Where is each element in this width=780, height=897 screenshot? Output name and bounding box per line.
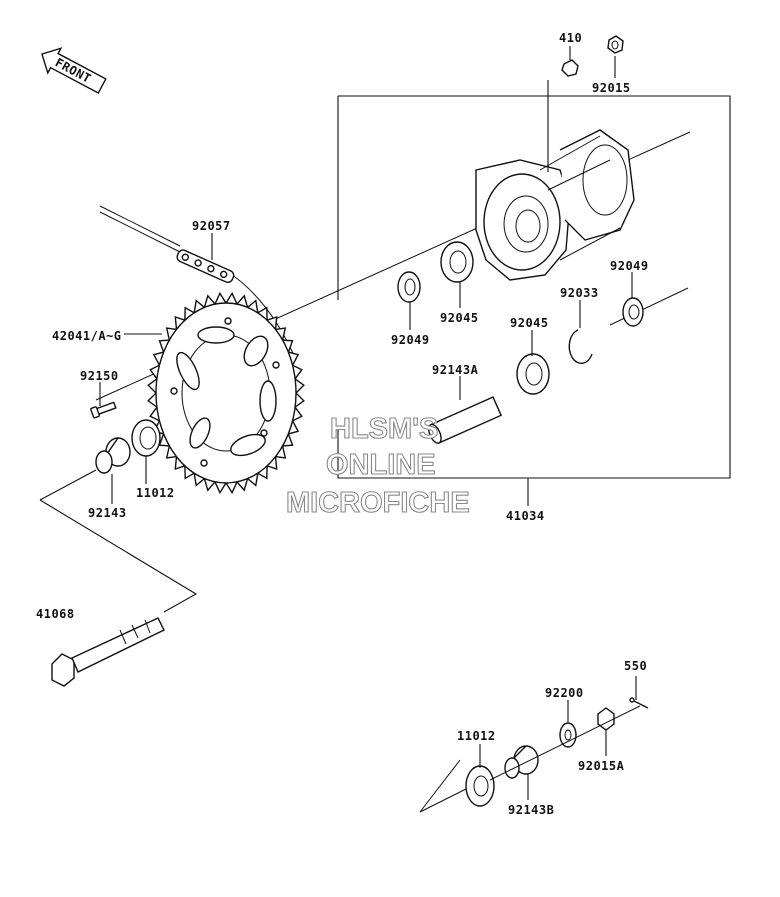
washer-92200 [559,722,577,748]
collar-92143 [95,437,131,474]
watermark-line3: MICROFICHE [286,487,470,519]
spacer-92143A [428,396,503,444]
label-92143B: 92143B [508,803,554,817]
front-arrow: FRONT [41,47,107,94]
nut-92015A [597,707,615,731]
label-42041: 42041/A~G [52,329,122,343]
label-92049-left: 92049 [391,333,430,347]
snap-ring-92033 [568,329,593,364]
label-92015A: 92015A [578,759,625,773]
label-410: 410 [559,31,582,45]
bearing-92045-top [440,241,474,283]
leader-lines [99,46,637,800]
oil-seal-11012-bottom [465,765,495,807]
label-92143: 92143 [88,506,127,520]
label-92045-top: 92045 [440,311,479,325]
watermark-line2: ONLINE [326,449,436,481]
label-41068: 41068 [36,607,75,621]
sprocket-bolt [90,401,117,419]
label-550: 550 [624,659,647,673]
nut-92015 [607,35,624,54]
label-92200: 92200 [545,686,584,700]
rear-hub [475,129,635,281]
label-92033: 92033 [560,286,599,300]
label-92150: 92150 [80,369,119,383]
collar-92143B [504,745,539,779]
cotter-pin-550 [629,697,649,709]
label-92045-mid: 92045 [510,316,549,330]
label-11012-bottom: 11012 [457,729,496,743]
label-41034: 41034 [506,509,545,523]
nut-410 [561,59,579,77]
rear-sprocket [147,291,305,495]
hub-assembly-box [337,95,731,479]
label-92143A: 92143A [432,363,479,377]
bearing-92049-left [397,271,421,303]
axle-41068 [51,617,165,687]
bearing-92049-right [622,297,644,327]
bearing-92045-mid [516,353,550,395]
front-arrow-label: FRONT [53,55,94,85]
oil-seal-11012-top [131,419,161,457]
label-11012-top: 11012 [136,486,175,500]
label-92049-right: 92049 [610,259,649,273]
watermark-line1: HLSM'S [330,413,438,445]
label-92057: 92057 [192,219,231,233]
label-92015: 92015 [592,81,631,95]
